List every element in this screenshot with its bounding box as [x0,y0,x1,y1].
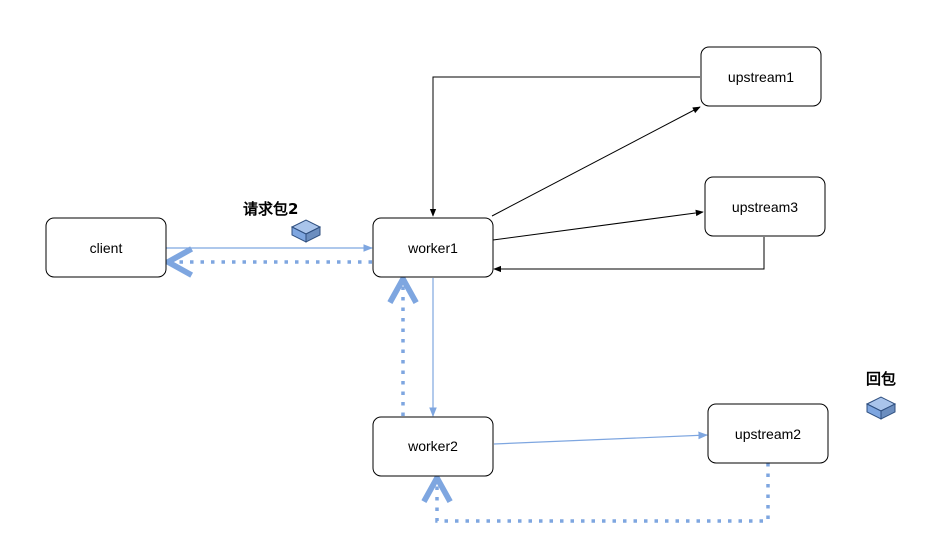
response-path-upstream2-to-worker2 [437,463,770,523]
node-worker1[interactable]: worker1 [372,217,494,278]
request-packet-icon [290,219,322,243]
node-worker1-label: worker1 [407,240,458,256]
request-packet: 请求包2 [243,200,322,243]
edge-worker1-to-upstream1 [491,106,701,217]
node-client[interactable]: client [45,217,167,278]
response-packet-icon [865,396,897,420]
node-upstream1[interactable]: upstream1 [700,46,822,107]
response-packet: 回包 [865,370,897,420]
edge-upstream1-to-worker1 [429,76,700,217]
edge-worker1-to-upstream3 [492,209,704,241]
request-packet-label: 请求包2 [243,200,298,218]
response-packet-label: 回包 [866,370,896,388]
node-client-label: client [90,240,123,256]
node-worker2-label: worker2 [407,438,458,454]
node-upstream3[interactable]: upstream3 [704,176,826,237]
node-upstream2[interactable]: upstream2 [707,403,829,464]
node-upstream3-label: upstream3 [732,199,798,215]
node-upstream1-label: upstream1 [728,69,794,85]
node-upstream2-label: upstream2 [735,426,801,442]
edge-worker2-to-upstream2 [493,431,708,445]
node-worker2[interactable]: worker2 [372,416,494,477]
edge-upstream3-to-worker1 [493,237,765,273]
